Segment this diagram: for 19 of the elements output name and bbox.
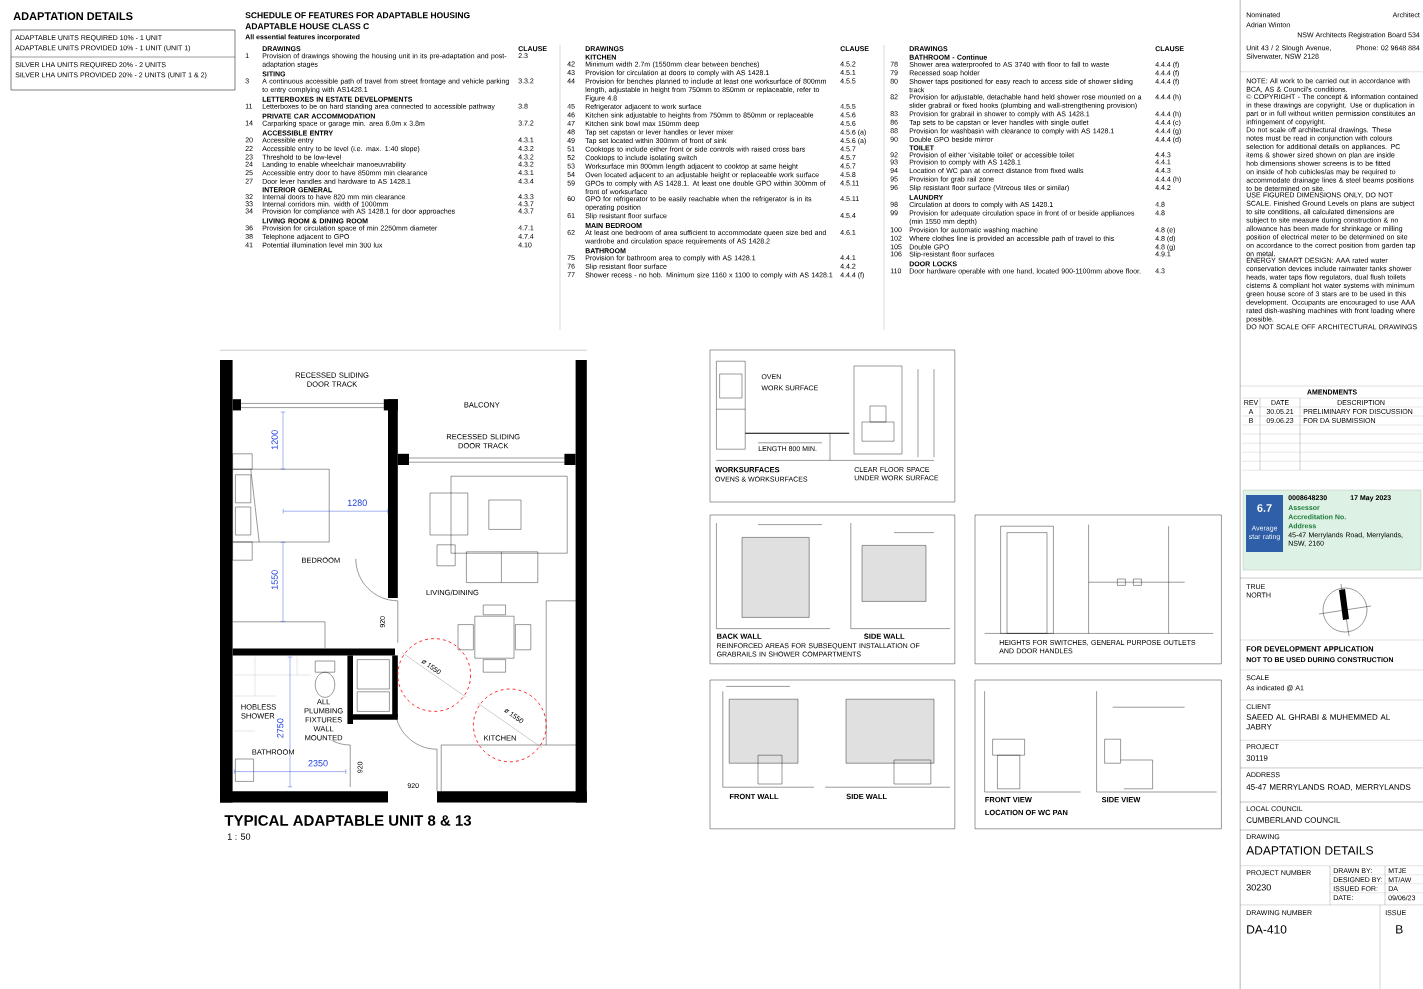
field-value: 30230	[1246, 884, 1271, 891]
field-value: SAEED AL GHRABI & MUHEMMED AL JABRY	[1246, 714, 1390, 730]
table-title: ADAPTABLE HOUSE CLASS C	[245, 23, 369, 30]
dimension-text: 1280	[346, 499, 368, 507]
table-title: SCHEDULE OF FEATURES FOR ADAPTABLE HOUSING	[245, 12, 470, 19]
field-value: DA-410	[1247, 925, 1287, 934]
drawing-name: ADAPTATION DETAILS	[1246, 846, 1374, 855]
rating-value: 6.7	[1257, 504, 1272, 512]
field-value: CUMBERLAND COUNCIL	[1246, 817, 1341, 823]
heading: ADAPTATION DETAILS	[13, 12, 133, 20]
drawing-title: TYPICAL ADAPTABLE UNIT 8 & 13	[224, 815, 472, 826]
dimension-text: 2350	[307, 759, 329, 767]
dimension-text: 2750	[276, 717, 284, 739]
field-value: 45-47 MERRYLANDS ROAD, MERRYLANDS	[1246, 784, 1411, 791]
field-value: B	[1396, 925, 1403, 934]
dimension-text: 1550	[270, 569, 279, 591]
field-value: 30119	[1246, 755, 1268, 761]
scale-text: 1 : 50	[227, 833, 251, 840]
dimension-text: 1200	[270, 429, 279, 451]
